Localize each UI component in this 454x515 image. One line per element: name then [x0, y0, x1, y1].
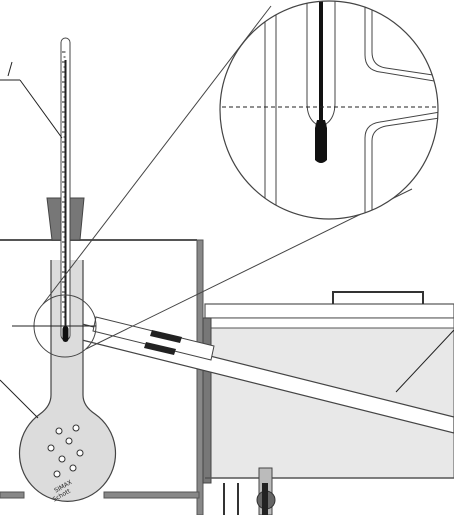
drain-valve	[223, 467, 276, 515]
lid-handle	[332, 291, 424, 304]
boiling-bubbles	[47, 424, 84, 478]
thermometer	[46, 37, 85, 342]
base-plates	[0, 491, 200, 499]
round-bottom-flask: SIMAX Schott	[18, 260, 117, 503]
magnified-view	[220, 1, 438, 219]
leader-lines	[0, 61, 454, 419]
cooling-bath	[202, 291, 454, 484]
